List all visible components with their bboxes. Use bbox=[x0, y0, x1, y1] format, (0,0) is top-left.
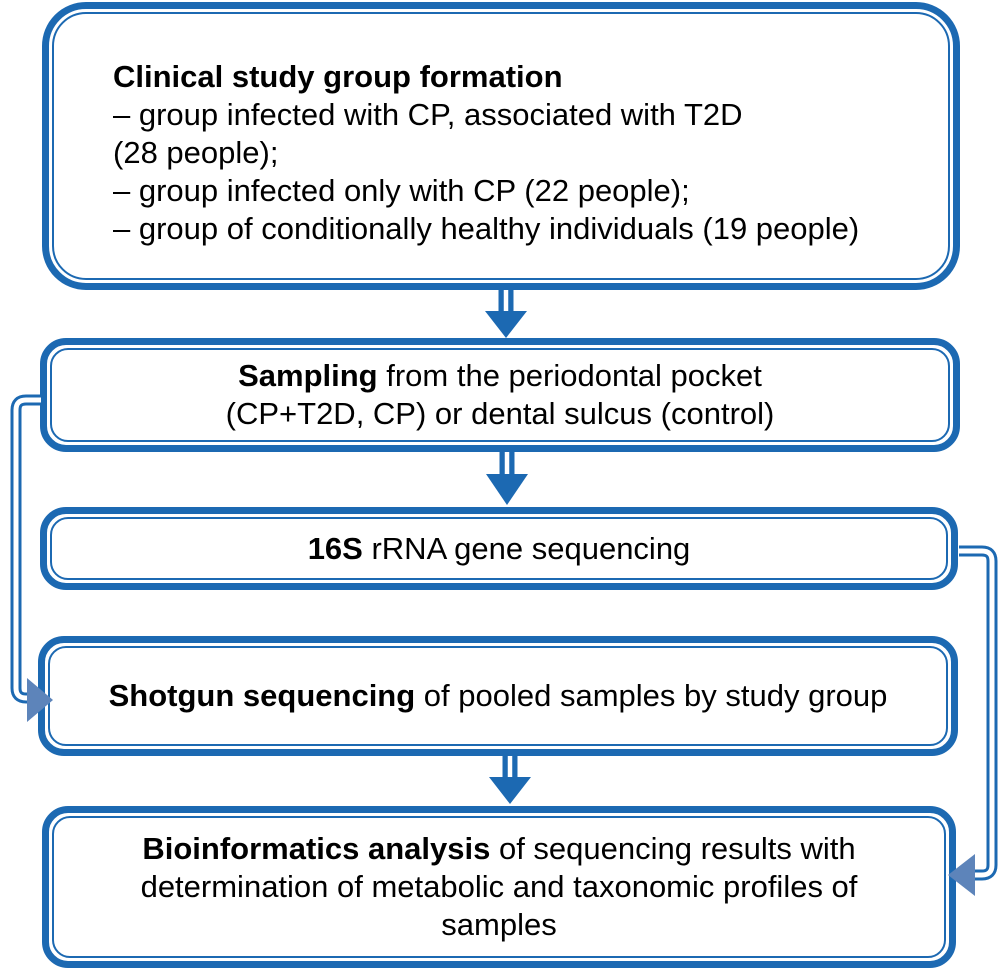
box-clinical-title: Clinical study group formation bbox=[113, 59, 563, 94]
box-sampling-line-1: from the periodontal pocket bbox=[377, 358, 762, 393]
box-16s-bold: 16S bbox=[307, 530, 363, 566]
arrow-box2-to-box3-head bbox=[486, 474, 528, 505]
box-clinical-line-2: (28 people); bbox=[113, 135, 279, 170]
box-clinical-line-3: – group infected only with CP (22 people… bbox=[113, 173, 690, 208]
arrow-box2-to-box3 bbox=[486, 452, 528, 505]
box-clinical-text: Clinical study group formation – group i… bbox=[49, 44, 953, 248]
box-sampling-bold: Sampling bbox=[238, 358, 378, 393]
arrow-box4-to-box5 bbox=[489, 756, 531, 804]
box-sampling-line-2: (CP+T2D, CP) or dental sulcus (control) bbox=[225, 396, 775, 431]
box-16s-text: 16S rRNA gene sequencing bbox=[308, 530, 691, 568]
box-sampling: Sampling from the periodontal pocket (CP… bbox=[40, 338, 960, 452]
box-bioinformatics-text: Bioinformatics analysis of sequencing re… bbox=[141, 830, 858, 944]
box-bioinformatics-bold: Bioinformatics analysis bbox=[142, 831, 491, 866]
arrow-box1-to-box2 bbox=[485, 290, 527, 338]
box-clinical-study-group-formation: Clinical study group formation – group i… bbox=[42, 2, 960, 290]
box-16s-rest: rRNA gene sequencing bbox=[362, 530, 691, 566]
box-shotgun-rest: of pooled samples by study group bbox=[415, 678, 888, 713]
box-clinical-line-1: – group infected with CP, associated wit… bbox=[113, 97, 743, 132]
box-sampling-text: Sampling from the periodontal pocket (CP… bbox=[226, 357, 775, 433]
arrow-box4-to-box5-head bbox=[489, 777, 531, 804]
arrow-box1-to-box2-head bbox=[485, 311, 527, 338]
box-16s-sequencing: 16S rRNA gene sequencing bbox=[40, 507, 958, 590]
box-bioinformatics-line-2: determination of metabolic and taxonomic… bbox=[140, 869, 858, 904]
box-shotgun-bold: Shotgun sequencing bbox=[108, 678, 416, 713]
box-clinical-line-4: – group of conditionally healthy individ… bbox=[113, 211, 860, 246]
box-shotgun-text: Shotgun sequencing of pooled samples by … bbox=[109, 677, 888, 715]
box-bioinformatics-line-3: samples bbox=[441, 907, 557, 942]
box-bioinformatics-line-1: of sequencing results with bbox=[490, 831, 856, 866]
box-bioinformatics-analysis: Bioinformatics analysis of sequencing re… bbox=[42, 806, 956, 968]
box-shotgun-sequencing: Shotgun sequencing of pooled samples by … bbox=[38, 636, 958, 756]
